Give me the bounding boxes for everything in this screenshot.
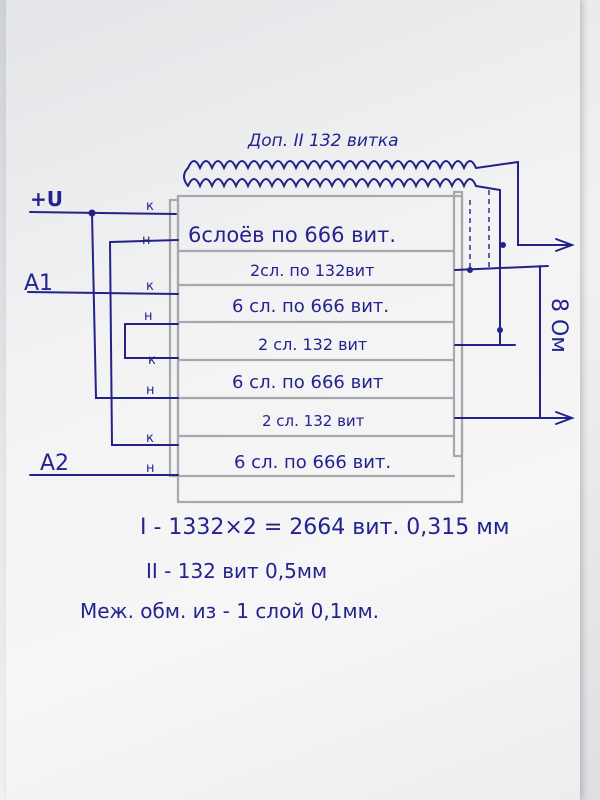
notes-line-1: I - 1332×2 = 2664 вит. 0,315 мм [140, 515, 509, 540]
layer-1-mark: к [146, 199, 154, 214]
layer-6-label: 2 сл. 132 вит [262, 412, 365, 430]
layer-8-mark: н [146, 461, 155, 476]
layer-2-mark: н [142, 233, 151, 248]
output-wiring [454, 242, 571, 419]
bobbin-left-wall [168, 198, 180, 478]
primary-wiring [27, 209, 179, 476]
paper-sheet [6, 0, 580, 800]
notes-line-2: ІІ - 132 вит 0,5мм [146, 559, 327, 583]
layer-2-label: 2сл. по 132вит [250, 261, 374, 280]
layer-3-label: 6 сл. по 666 вит. [232, 296, 389, 317]
layer-dividers [178, 249, 455, 478]
layer-7-label: 6 сл. по 666 вит. [234, 452, 391, 473]
layer-7-mark: к [146, 431, 154, 446]
layer-4-mark: н [144, 309, 153, 324]
layer-5-mark: к [148, 353, 156, 368]
extra-winding-coil [183, 160, 571, 331]
layer-5-label: 6 сл. по 666 вит [232, 372, 383, 393]
layer-4-label: 2 сл. 132 вит [258, 335, 367, 354]
layer-3-mark: к [146, 279, 154, 294]
a1-label: A1 [24, 271, 53, 296]
output-impedance-label: 8 Ом [546, 298, 571, 353]
notes-line-3: Меж. обм. из - 1 слой 0,1мм. [80, 599, 379, 623]
output-arrow-bottom [555, 411, 575, 425]
bobbin-right-wall [452, 190, 464, 458]
extra-winding-label: Доп. ІІ 132 витка [247, 131, 399, 151]
a2-label: A2 [40, 451, 69, 476]
supply-label: +U [30, 187, 63, 211]
output-arrow-top [555, 238, 575, 252]
layer-6-mark: н [146, 383, 155, 398]
layer-1-label: 6слоёв по 666 вит. [188, 223, 396, 247]
